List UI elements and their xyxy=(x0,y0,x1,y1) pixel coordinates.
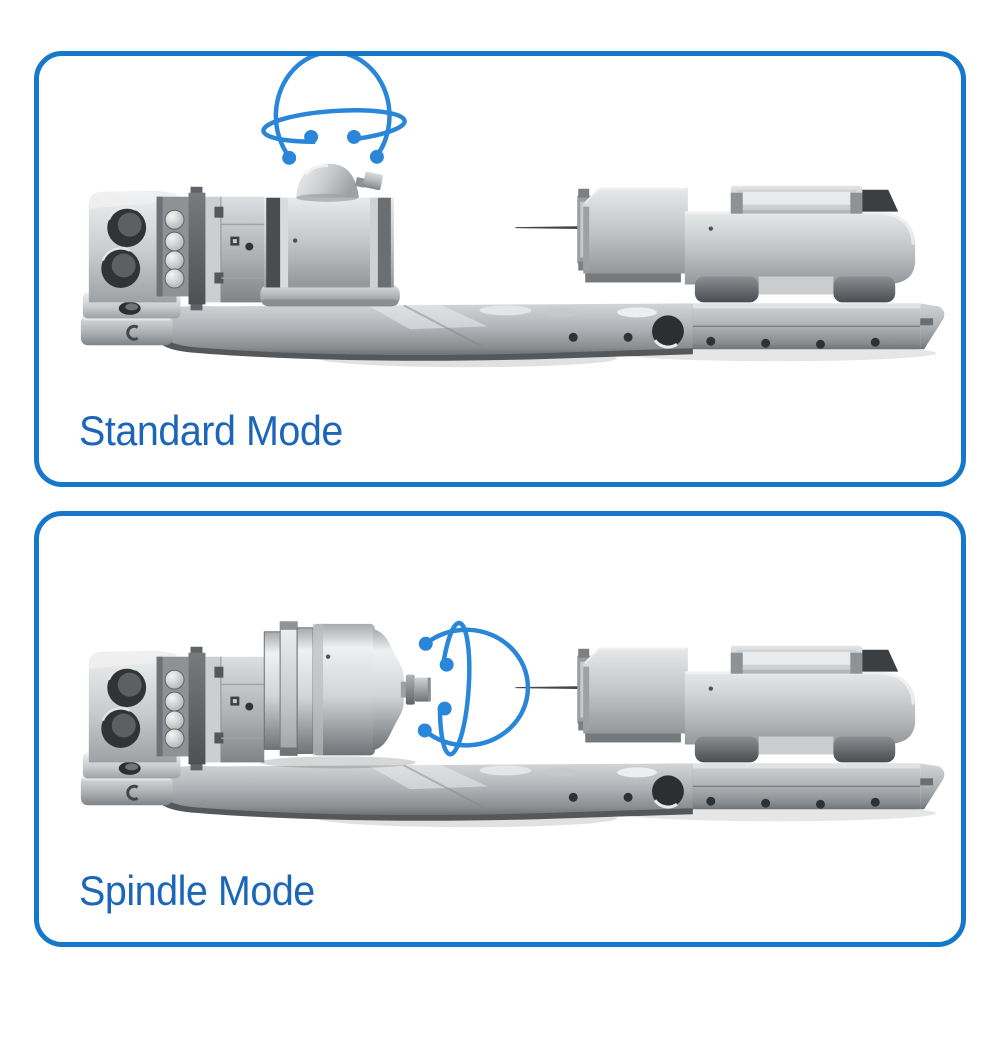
standard-mode-panel: Standard Mode xyxy=(34,51,966,487)
standard-mode-label: Standard Mode xyxy=(79,407,343,454)
spindle-mode-panel: Spindle Mode xyxy=(34,511,966,947)
rotation-horizontal-icon xyxy=(262,56,405,165)
rotation-vertical-icon xyxy=(418,622,528,755)
spindle-mode-label: Spindle Mode xyxy=(79,867,315,914)
